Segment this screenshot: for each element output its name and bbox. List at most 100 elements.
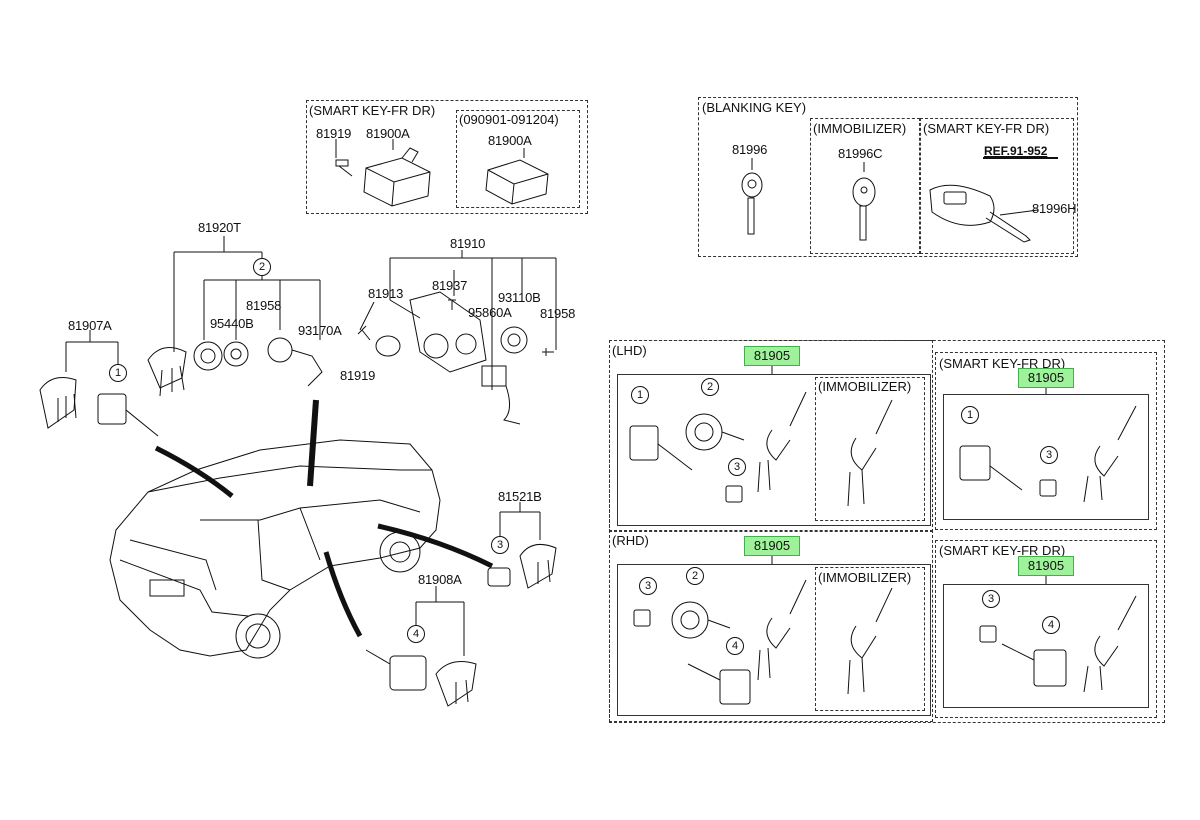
leader-lines [335,139,525,158]
callout-3: 3 [1040,446,1058,464]
part-label-81905-lhd-smart[interactable]: 81905 [1018,368,1074,388]
part-label-81905-rhd-smart[interactable]: 81905 [1018,556,1074,576]
lhd-smart-key-frame [935,352,1157,530]
part-label-93170a[interactable]: 93170A [298,323,342,338]
callout-3: 3 [491,536,509,554]
part-label-81996c[interactable]: 81996C [838,146,883,161]
immobilizer-frame [815,377,925,521]
key-pair-icon [847,399,893,507]
rhd-header: (RHD) [611,533,650,548]
tailgate-lock-icon [725,485,743,503]
immobilizer-header: (IMMOBILIZER) [817,570,913,585]
part-label-81905-lhd[interactable]: 81905 [744,346,800,366]
date-range-frame [456,110,580,208]
part-label-81919[interactable]: 81919 [316,126,352,141]
part-label-81908a[interactable]: 81908A [418,572,462,587]
screw-81937-icon [448,299,456,310]
door-lock-cylinder-icon [629,425,693,471]
key-lock-set-icon [519,543,557,589]
leader-lines [499,502,541,540]
immobilizer-header: (IMMOBILIZER) [817,379,913,394]
smart-key-module-icon [363,147,431,207]
part-label-81937[interactable]: 81937 [432,278,468,293]
pointer-arrow-icon [323,551,363,638]
callout-4: 4 [726,637,744,655]
part-label-81913[interactable]: 81913 [368,286,404,301]
leader-lines [751,158,1039,216]
vehicle-outline-icon [109,439,441,659]
rhd-frame [609,530,933,722]
smart-key-fr-dr-frame [306,100,588,214]
leader-lines [415,586,465,656]
part-label-95860a[interactable]: 95860A [468,305,512,320]
part-label-81905-rhd[interactable]: 81905 [744,536,800,556]
smart-key-fob-icon [929,184,1031,243]
leader-lines [359,250,557,390]
screw-81919-icon [357,325,371,341]
part-label-81996h[interactable]: 81996H [1032,201,1077,216]
pointer-arrow-icon [154,445,234,498]
callout-3: 3 [639,577,657,595]
key-pair-icon [1083,595,1137,693]
date-range-header: (090901-091204) [458,112,560,127]
part-label-81996[interactable]: 81996 [732,142,768,157]
callout-1: 1 [961,406,979,424]
door-lock-cylinder-icon [365,649,427,691]
ring-95440B-icon [193,341,223,371]
immobilizer-key-icon [852,177,876,241]
callout-3: 3 [728,458,746,476]
key-pair-icon [1083,405,1137,503]
pointer-arrow-icon [307,399,319,487]
rhd-inner-frame [617,564,931,716]
callout-1: 1 [631,386,649,404]
part-label-81958[interactable]: 81958 [246,298,282,313]
callout-2: 2 [686,567,704,585]
key-lock-set-icon [435,661,477,707]
rhd-smart-key-frame [935,540,1157,718]
ring-93110B-icon [500,326,528,354]
door-lock-cylinder-icon [687,663,751,705]
door-lock-cylinder-icon [97,393,159,437]
lhd-smart-inner-frame [943,394,1149,520]
part-label-93110b[interactable]: 93110B [498,290,541,305]
smart-key-fr-dr-frame [920,118,1074,254]
leader-lines [771,366,1047,584]
part-label-81907a[interactable]: 81907A [68,318,112,333]
tailgate-lock-icon [1039,479,1057,497]
lhd-frame [609,340,933,532]
part-label-81910[interactable]: 81910 [450,236,486,251]
part-label-81919[interactable]: 81919 [340,368,376,383]
smart-key-fr-dr-header: (SMART KEY-FR DR) [938,356,1067,371]
part-label-81958[interactable]: 81958 [540,306,576,321]
part-label-95440b[interactable]: 95440B [210,316,254,331]
oval-cover-icon [375,335,401,357]
ignition-switch-assembly-icon [409,291,521,425]
tailgate-lock-icon [487,567,511,587]
switch-93170A-icon [267,337,323,387]
part-label-81920t[interactable]: 81920T [198,220,241,235]
key-lock-set-icon [147,347,187,397]
blanking-key-icon [741,172,763,235]
ref-link[interactable]: REF.91-952 [984,144,1048,158]
key-pair-icon [847,587,893,695]
rhd-smart-inner-frame [943,584,1149,708]
callout-1: 1 [109,364,127,382]
tailgate-lock-icon [633,609,651,627]
smart-key-fr-dr-header: (SMART KEY-FR DR) [938,543,1067,558]
immobilizer-frame [815,567,925,711]
part-label-81521b[interactable]: 81521B [498,489,542,504]
smart-key-fr-dr-header: (SMART KEY-FR DR) [922,121,1051,136]
part-label-81900a[interactable]: 81900A [366,126,410,141]
lhd-inner-frame [617,374,931,526]
callout-2: 2 [701,378,719,396]
screw-81919-icon [335,159,353,177]
part-label-81900a[interactable]: 81900A [488,133,532,148]
immobilizer-header: (IMMOBILIZER) [812,121,908,136]
screw-81958-icon [542,348,554,356]
callout-2: 2 [253,258,271,276]
door-lock-cylinder-icon [959,445,1023,491]
ignition-cylinder-icon [685,413,745,451]
lhd-header: (LHD) [611,343,648,358]
